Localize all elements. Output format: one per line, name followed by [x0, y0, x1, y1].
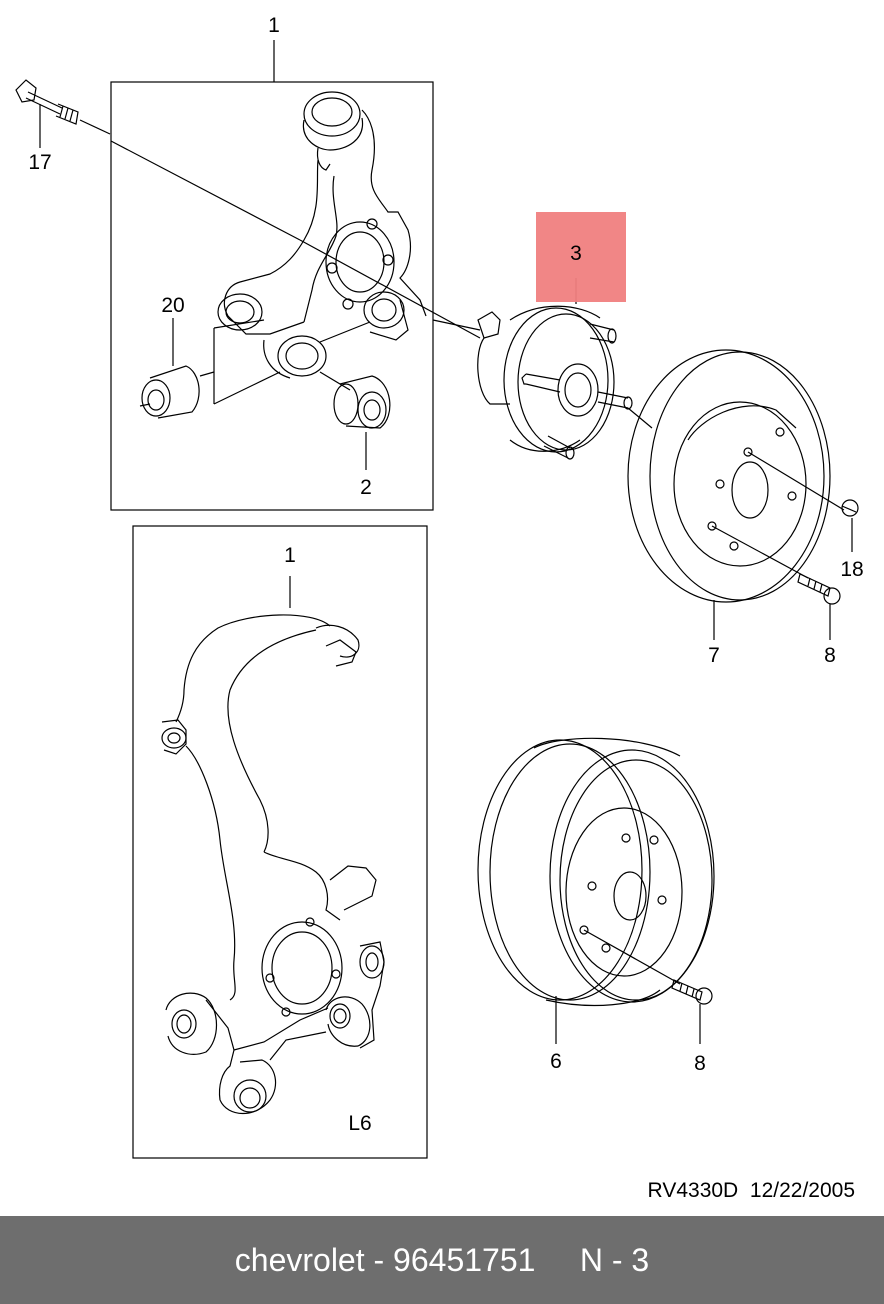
- screw-8-rotor-drawing: [797, 573, 841, 640]
- label-bushing-2: 2: [360, 476, 372, 499]
- label-bushing-20: 20: [161, 294, 184, 317]
- bolt-17-drawing: [15, 79, 111, 148]
- brake-drum-6-drawing: [477, 737, 715, 1044]
- label-drum-6: 6: [550, 1050, 562, 1073]
- label-l6: L6: [348, 1112, 371, 1135]
- label-screw-18: 18: [840, 558, 863, 581]
- steering-knuckle-l6: [161, 576, 385, 1114]
- revision-stamp: RV4330D 12/22/2005: [648, 1179, 855, 1202]
- bushing-20-drawing: [139, 318, 200, 419]
- steering-knuckle-top: [217, 91, 427, 379]
- knuckle-frame-top: [110, 81, 434, 511]
- label-knuckle-top: 1: [268, 14, 280, 37]
- hub-bearing-3-drawing: [477, 278, 653, 460]
- brake-rotor-7-drawing: [627, 349, 845, 640]
- label-screw-8-rotor: 8: [824, 644, 836, 667]
- label-bolt-17: 17: [28, 151, 51, 174]
- bushing-2-drawing: [333, 375, 391, 470]
- screw-8-drum-drawing: [671, 979, 713, 1044]
- label-rotor-7: 7: [708, 644, 720, 667]
- footer-bar: [0, 1216, 884, 1304]
- label-screw-8-drum: 8: [694, 1052, 706, 1075]
- knuckle-frame-bottom: [132, 525, 428, 1159]
- screw-18-drawing: [841, 499, 859, 552]
- label-hub-bearing-3[interactable]: 3: [570, 242, 582, 265]
- highlight-part-3[interactable]: [536, 212, 626, 302]
- footer-caption: chevrolet - 96451751 N - 3: [234, 1242, 650, 1278]
- label-knuckle-bottom: 1: [284, 544, 296, 567]
